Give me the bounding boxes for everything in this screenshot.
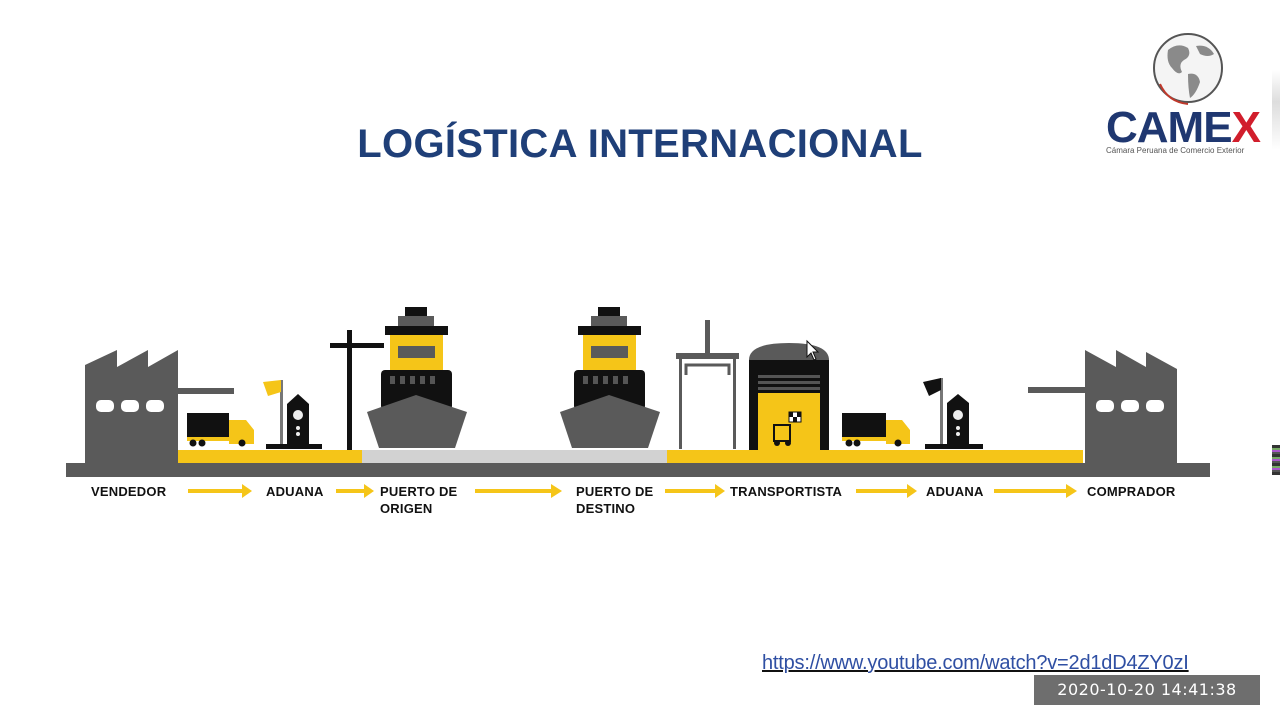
ship-icon: [367, 307, 467, 448]
globe-icon: [1153, 33, 1223, 105]
ship-icon: [560, 307, 660, 448]
crane-icon: [330, 330, 384, 450]
gantry-crane-icon: [676, 320, 739, 449]
step-label-puerto-origen: PUERTO DE ORIGEN: [380, 484, 458, 516]
step-label-vendedor: VENDEDOR: [91, 484, 167, 499]
slide-title: LOGÍSTICA INTERNACIONAL: [357, 122, 923, 166]
adjacent-slide-edge: [1272, 70, 1280, 150]
flow-arrows: [188, 484, 1077, 498]
factory-icon: [85, 350, 234, 463]
warehouse-icon: [749, 343, 829, 450]
adjacent-slide-edge: [1272, 445, 1280, 475]
youtube-link[interactable]: https://www.youtube.com/watch?v=2d1dD4ZY…: [762, 652, 1189, 674]
sea-lane: [362, 450, 667, 463]
logo-subtitle: Cámara Peruana de Comercio Exterior: [1106, 146, 1245, 155]
step-label-puerto-destino: PUERTO DE DESTINO: [576, 484, 654, 516]
customs-booth-icon: [263, 380, 322, 449]
camex-logo: CAMEX Cámara Peruana de Comercio Exterio…: [1100, 28, 1280, 163]
mouse-cursor-icon: [806, 339, 820, 361]
step-label-aduana-destination: ADUANA: [926, 484, 984, 499]
step-label-comprador: COMPRADOR: [1087, 484, 1176, 499]
ground-bar: [66, 463, 1210, 477]
factory-icon: [1028, 350, 1177, 463]
truck-icon: [187, 413, 254, 447]
timestamp-overlay: 2020-10-20 14:41:38: [1034, 675, 1260, 705]
logo-wordmark: CAMEX: [1106, 103, 1261, 152]
yellow-road-left: [178, 450, 362, 463]
yellow-road-right: [667, 450, 1083, 463]
step-label-transportista: TRANSPORTISTA: [730, 484, 843, 499]
step-label-aduana-origin: ADUANA: [266, 484, 324, 499]
truck-icon: [842, 413, 910, 447]
customs-booth-icon: [923, 378, 983, 449]
